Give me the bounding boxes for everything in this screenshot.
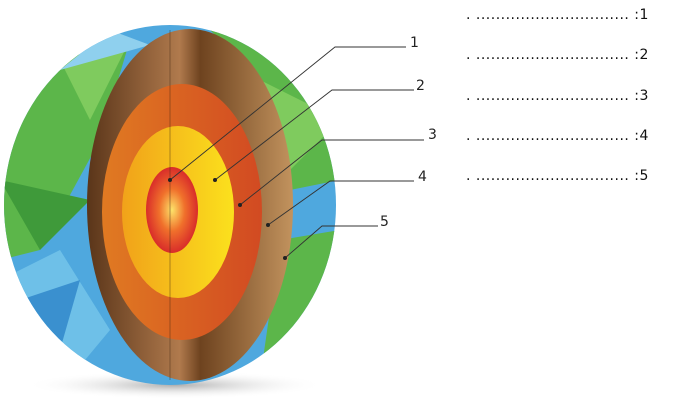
label-5: 5 xyxy=(380,214,389,230)
leader-line-4 xyxy=(267,180,414,226)
label-2: 2 xyxy=(416,78,425,94)
leader-line-2 xyxy=(214,89,414,181)
answer-line-3[interactable]: . ............................... :3 xyxy=(466,88,649,104)
leader-line-1 xyxy=(169,46,406,181)
label-3: 3 xyxy=(428,127,437,143)
leader-lines xyxy=(169,46,424,259)
answer-line-5[interactable]: . ............................... :5 xyxy=(466,168,649,184)
label-4: 4 xyxy=(418,169,427,185)
answer-line-2[interactable]: . ............................... :2 xyxy=(466,47,649,63)
label-1: 1 xyxy=(410,35,419,51)
arrow-dots xyxy=(168,178,287,260)
inner-core-layer xyxy=(146,167,198,253)
cross-section xyxy=(87,29,293,381)
answer-line-4[interactable]: . ............................... :4 xyxy=(466,128,649,144)
ground-shadow xyxy=(25,371,325,399)
leader-line-3 xyxy=(239,139,424,206)
answer-line-1[interactable]: . ............................... :1 xyxy=(466,7,649,23)
leader-line-5 xyxy=(284,225,378,259)
